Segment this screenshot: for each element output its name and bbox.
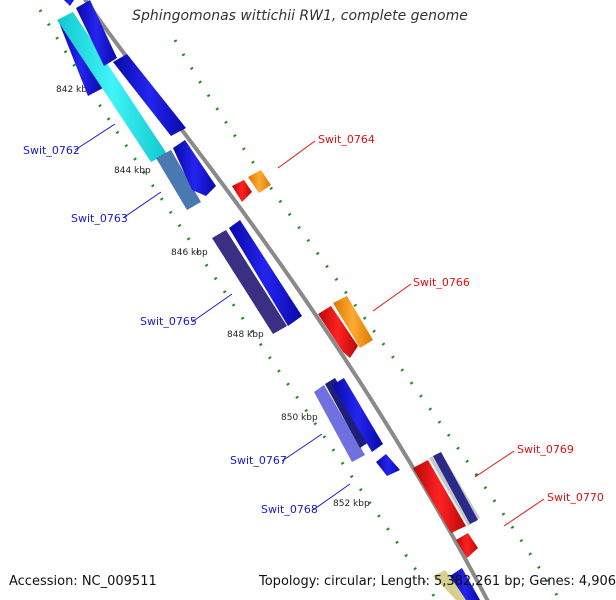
gene-feature[interactable]: [64, 0, 74, 6]
gene-feature[interactable]: [248, 170, 271, 193]
gene-feature[interactable]: [76, 0, 117, 66]
gene-leader-lines: [74, 123, 545, 527]
gene-feature[interactable]: [332, 378, 383, 452]
ruler-labels: 842 kbp 844 kbp 846 kbp 848 kbp 850 kbp …: [56, 85, 370, 509]
gene-feature[interactable]: [450, 568, 480, 600]
ruler-track-outer: [173, 39, 562, 600]
ruler-label: 852 kbp: [333, 499, 370, 509]
gene-feature[interactable]: [413, 460, 466, 533]
gene-feature[interactable]: [173, 140, 216, 196]
ruler-label: 846 kbp: [171, 248, 208, 258]
accession-label: Accession: NC_009511: [9, 574, 157, 589]
gene-label-swit-0770[interactable]: Swit_0770: [547, 491, 604, 504]
gene-label-swit-0766[interactable]: Swit_0766: [413, 276, 470, 289]
genome-map-view: 842 kbp 844 kbp 846 kbp 848 kbp 850 kbp …: [9, 0, 616, 600]
topology-label: Topology: circular; Length: 5,382,261 bp…: [259, 574, 616, 589]
gene-feature[interactable]: [57, 12, 167, 162]
ruler-label: 844 kbp: [114, 166, 151, 176]
ruler-label: 848 kbp: [227, 330, 264, 340]
gene-label-swit-0768[interactable]: Swit_0768: [261, 503, 318, 516]
map-title: Sphingomonas wittichii RW1, complete gen…: [132, 8, 468, 24]
gene-feature[interactable]: [433, 570, 470, 600]
gene-feature[interactable]: [376, 454, 400, 476]
gene-feature[interactable]: [232, 180, 252, 202]
gene-feature[interactable]: [318, 306, 358, 358]
gene-feature[interactable]: [314, 385, 365, 462]
gene-label-swit-0765[interactable]: Swit_0765: [140, 315, 197, 328]
gene-label-swit-0763[interactable]: Swit_0763: [71, 212, 128, 225]
gene-labels: Swit_0762 Swit_0763 Swit_0764 Swit_0765 …: [23, 133, 604, 516]
gene-feature[interactable]: [456, 533, 478, 558]
gene-feature[interactable]: [229, 220, 302, 326]
ruler-track-inner: [38, 9, 439, 600]
gene-label-swit-0764[interactable]: Swit_0764: [318, 133, 375, 146]
gene-label-swit-0769[interactable]: Swit_0769: [517, 443, 574, 456]
gene-feature[interactable]: [433, 452, 478, 524]
gene-feature[interactable]: [156, 150, 201, 210]
gene-feature[interactable]: [333, 296, 373, 348]
gene-features: [57, 0, 480, 600]
gene-label-swit-0767[interactable]: Swit_0767: [230, 454, 287, 467]
ruler-label: 842 kbp: [56, 85, 93, 95]
ruler-label: 850 kbp: [281, 413, 318, 423]
genome-map: 842 kbp 844 kbp 846 kbp 848 kbp 850 kbp …: [23, 0, 604, 600]
gene-feature[interactable]: [113, 54, 186, 136]
gene-feature[interactable]: [212, 230, 287, 334]
gene-label-swit-0762[interactable]: Swit_0762: [23, 144, 80, 157]
